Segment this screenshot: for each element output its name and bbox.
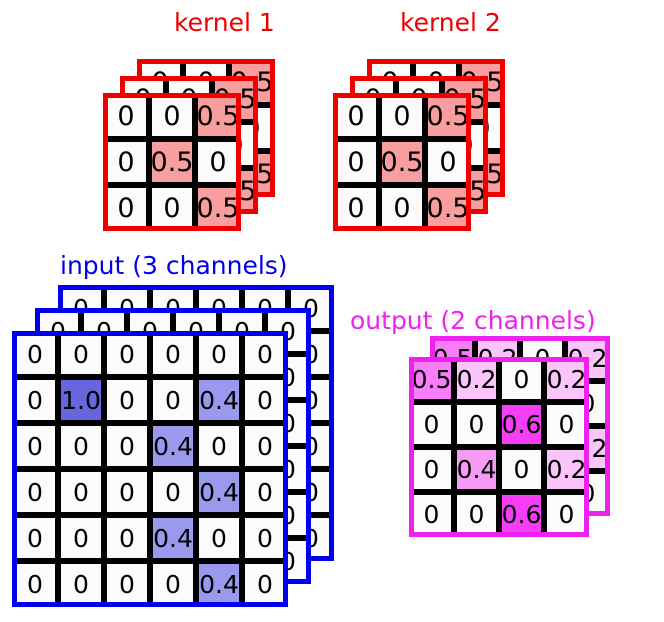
grid-cell: 0 — [242, 561, 288, 607]
grid-cell: 0 — [242, 469, 288, 515]
grid-cell: 0.5 — [379, 139, 425, 185]
grid-cell: 0.2 — [544, 447, 589, 492]
grid-cell: 0 — [58, 423, 104, 469]
grid-cell: 0 — [104, 377, 150, 423]
input-title: input (3 channels) — [60, 251, 288, 280]
grid-cell: 0.5 — [149, 139, 195, 185]
grid-cell: 0.5 — [409, 357, 454, 402]
grid-cell: 0 — [409, 447, 454, 492]
kernel-2-stack: 000.500.50000.5000.500.50000.5000.500.50… — [333, 59, 505, 231]
grid-cell: 0 — [58, 331, 104, 377]
grid-cell: 0 — [196, 423, 242, 469]
grid-cell: 0 — [12, 423, 58, 469]
grid-cell: 0 — [58, 469, 104, 515]
grid-cell: 0.5 — [425, 185, 471, 231]
grid-cell: 0 — [150, 561, 196, 607]
grid-cell: 0.4 — [454, 447, 499, 492]
grid-cell: 0 — [103, 93, 149, 139]
grid-cell: 0 — [104, 331, 150, 377]
grid-cell: 0 — [150, 377, 196, 423]
grid-cell: 0.2 — [544, 357, 589, 402]
grid-cell: 0 — [104, 423, 150, 469]
grid-cell: 0 — [425, 139, 471, 185]
grid-cell: 0 — [379, 93, 425, 139]
grid-cell: 0 — [103, 185, 149, 231]
grid-cell: 0 — [409, 492, 454, 537]
grid-cell: 0 — [149, 185, 195, 231]
grid-cell: 0 — [499, 357, 544, 402]
grid-cell: 0 — [195, 139, 241, 185]
grid-cell: 0 — [104, 515, 150, 561]
grid-cell: 0.4 — [150, 423, 196, 469]
grid-cell: 0 — [333, 93, 379, 139]
grid-cell: 0.4 — [196, 469, 242, 515]
grid-cell: 0 — [196, 515, 242, 561]
grid-cell: 0 — [12, 561, 58, 607]
kernel-2-title: kernel 2 — [400, 8, 501, 37]
kernel-1-stack: 000.500.50000.5000.500.50000.5000.500.50… — [103, 59, 275, 231]
output-title: output (2 channels) — [350, 306, 596, 335]
grid-cell: 0 — [333, 139, 379, 185]
grid-cell: 0 — [379, 185, 425, 231]
grid-cell: 0 — [454, 492, 499, 537]
grid-cell: 0 — [12, 469, 58, 515]
grid-cell: 0 — [12, 331, 58, 377]
grid-cell: 0 — [149, 93, 195, 139]
grid-cell: 1.0 — [58, 377, 104, 423]
grid-cell: 0 — [242, 515, 288, 561]
grid-cell: 0.5 — [425, 93, 471, 139]
grid-cell: 0.4 — [150, 515, 196, 561]
grid-cell: 0 — [150, 469, 196, 515]
grid-cell: 0.4 — [196, 561, 242, 607]
grid-cell: 0 — [454, 402, 499, 447]
grid-cell: 0 — [242, 377, 288, 423]
grid-cell: 0 — [499, 447, 544, 492]
output-stack: 0.50.200.2000.6000.400.2000.600.50.200.2… — [409, 336, 610, 537]
grid-cell: 0 — [104, 561, 150, 607]
input-stack: 0000000000000000000000000000000000000000… — [12, 285, 334, 607]
grid-cell: 0 — [544, 402, 589, 447]
grid-cell: 0 — [196, 331, 242, 377]
grid-cell: 0.4 — [196, 377, 242, 423]
grid-cell: 0 — [409, 402, 454, 447]
grid-cell: 0 — [12, 515, 58, 561]
grid-cell: 0 — [150, 331, 196, 377]
kernel-1-title: kernel 1 — [174, 8, 275, 37]
grid-cell: 0 — [544, 492, 589, 537]
grid-cell: 0 — [12, 377, 58, 423]
grid-cell: 0.6 — [499, 492, 544, 537]
grid-cell: 0 — [104, 469, 150, 515]
grid-cell: 0 — [242, 423, 288, 469]
grid-cell: 0.5 — [195, 93, 241, 139]
grid-cell: 0 — [333, 185, 379, 231]
grid-cell: 0.5 — [195, 185, 241, 231]
grid-cell: 0 — [58, 515, 104, 561]
grid-cell: 0.2 — [454, 357, 499, 402]
grid-cell: 0.6 — [499, 402, 544, 447]
grid-cell: 0 — [58, 561, 104, 607]
grid-cell: 0 — [103, 139, 149, 185]
grid-cell: 0 — [242, 331, 288, 377]
